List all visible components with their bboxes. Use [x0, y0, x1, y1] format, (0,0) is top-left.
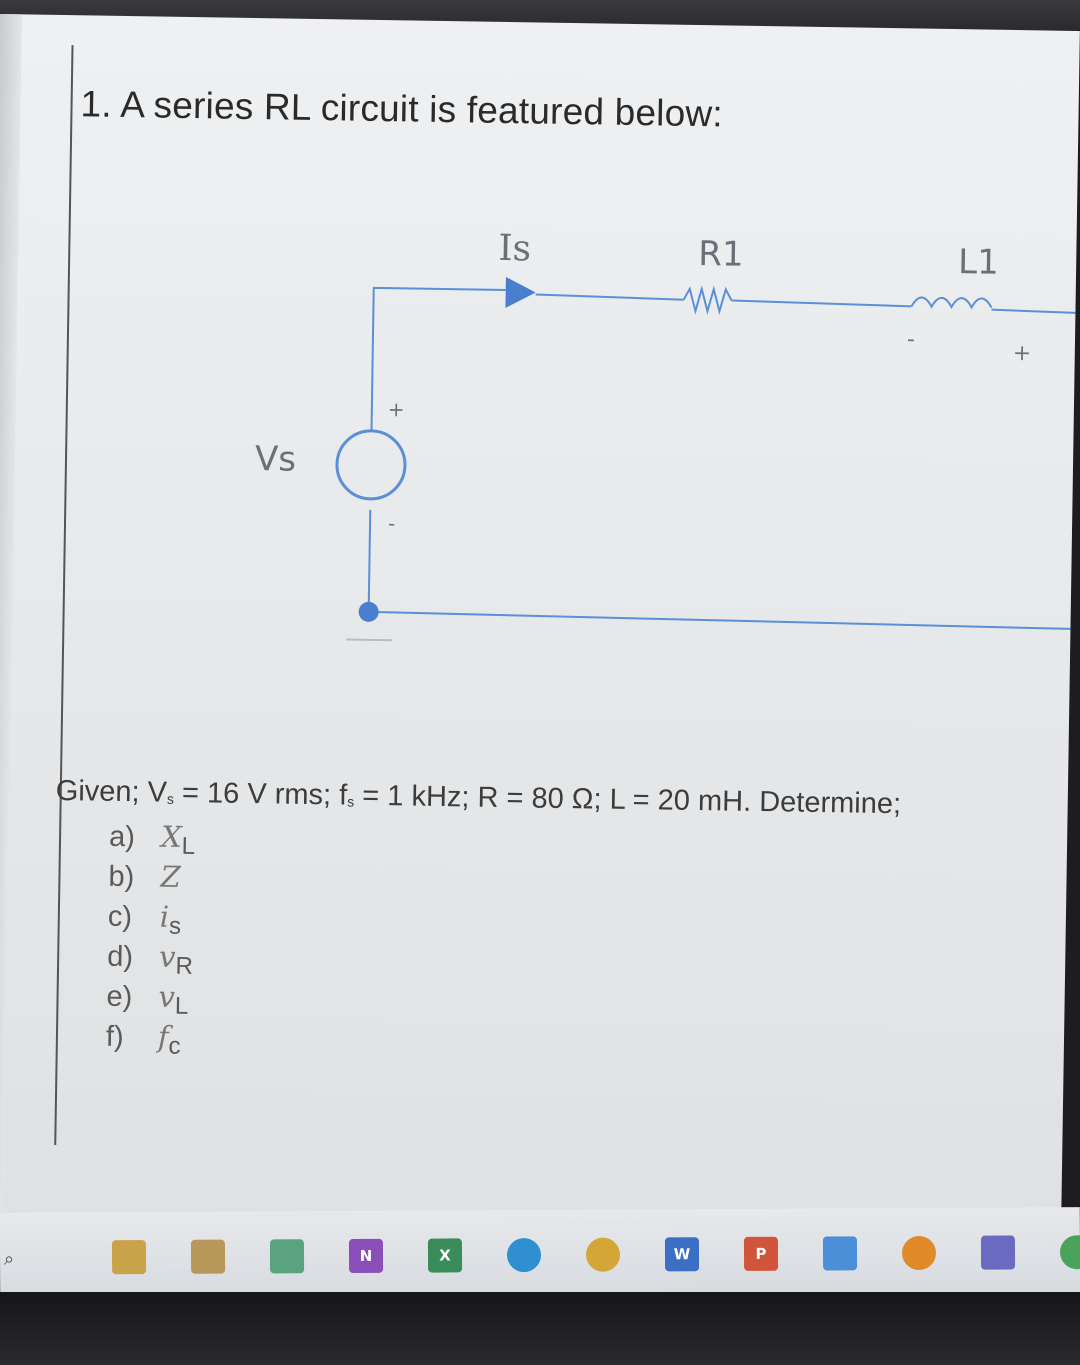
- teams-icon[interactable]: [980, 1235, 1016, 1270]
- current-label: Is: [498, 228, 531, 270]
- answer-subscript: L: [174, 992, 189, 1020]
- ground-symbol: [346, 638, 393, 642]
- answer-item: f) fc: [105, 1016, 193, 1060]
- app-orange-icon[interactable]: [901, 1235, 937, 1271]
- wire-ground-rail: [368, 610, 1071, 630]
- answer-item: d) vR: [106, 936, 194, 980]
- answer-subscript: c: [168, 1032, 181, 1060]
- powerpoint-icon[interactable]: P: [743, 1236, 779, 1271]
- answer-symbol: v: [158, 979, 176, 1014]
- search-icon[interactable]: ⌕: [3, 1248, 15, 1270]
- answer-item: b) Z: [108, 856, 195, 897]
- word-icon[interactable]: W: [664, 1237, 700, 1272]
- inductor-plus-sign: +: [1013, 341, 1032, 366]
- answer-letter: c): [107, 900, 133, 934]
- wire-to-resistor: [535, 293, 684, 301]
- answer-symbol: X: [160, 819, 183, 854]
- resistor-label: R1: [698, 234, 744, 275]
- resistor-symbol: [682, 285, 733, 316]
- answer-item: a) XL: [108, 816, 196, 860]
- taskbar-icon-glyph: X: [439, 1246, 451, 1265]
- given-prefix: Given; V: [55, 774, 168, 809]
- ground-node: [358, 601, 379, 622]
- edge-icon[interactable]: [506, 1237, 542, 1273]
- taskbar-icon-glyph: W: [673, 1245, 691, 1264]
- source-plus-sign: +: [388, 397, 405, 421]
- answer-letter: b): [108, 860, 135, 894]
- wire-source-top: [370, 286, 506, 432]
- answer-item: e) vL: [106, 976, 193, 1020]
- wire-after-inductor: [991, 308, 1076, 314]
- taskbar-icon-glyph: P: [755, 1244, 767, 1263]
- file-explorer-icon[interactable]: [111, 1240, 147, 1275]
- answer-subscript: R: [175, 952, 194, 980]
- rl-circuit-diagram: Vs Is R1 L1 + - - +: [255, 228, 1076, 642]
- answer-symbol: f: [157, 1019, 169, 1054]
- answer-subscript: L: [181, 832, 196, 860]
- wire-source-bottom: [367, 509, 372, 612]
- windows-taskbar: ⌕ N X W P: [0, 1207, 1080, 1299]
- taskbar-icon-glyph: N: [359, 1246, 373, 1265]
- answer-letter: e): [106, 980, 133, 1014]
- onenote-icon[interactable]: N: [348, 1238, 384, 1273]
- app-green-icon[interactable]: [1059, 1235, 1080, 1270]
- given-vs-value: = 16 V rms; f: [173, 776, 348, 812]
- inductor-symbol: [910, 296, 993, 310]
- ac-source-symbol: [335, 429, 407, 501]
- source-label: Vs: [255, 439, 297, 480]
- wire-resistor-to-inductor: [731, 299, 912, 308]
- answer-letter: a): [108, 820, 136, 854]
- store-icon[interactable]: [190, 1239, 226, 1274]
- answer-symbol: v: [158, 939, 176, 974]
- onedrive-icon[interactable]: [822, 1236, 858, 1271]
- answer-letter: d): [106, 940, 134, 974]
- answer-letter: f): [105, 1020, 124, 1054]
- chrome-icon[interactable]: [585, 1237, 621, 1272]
- circuit-wires: [346, 285, 1076, 642]
- answer-symbol: Z: [160, 859, 181, 894]
- answer-subscript: s: [168, 912, 182, 940]
- answer-item: c)is: [107, 896, 195, 940]
- monitor-bezel-bottom: [0, 1292, 1080, 1365]
- inductor-minus-sign: -: [907, 327, 915, 352]
- source-minus-sign: -: [388, 511, 396, 535]
- given-statement: Given; Vs = 16 V rms; fs = 1 kHz; R = 80…: [56, 775, 902, 821]
- current-arrow: [505, 276, 536, 308]
- given-rest: = 1 kHz; R = 80 Ω; L = 20 mH. Determine;: [353, 779, 902, 821]
- excel-icon[interactable]: X: [427, 1238, 463, 1273]
- inductor-label: L1: [958, 242, 999, 283]
- photos-icon[interactable]: [269, 1239, 305, 1274]
- document-window: 1. A series RL circuit is featured below…: [0, 14, 1080, 1231]
